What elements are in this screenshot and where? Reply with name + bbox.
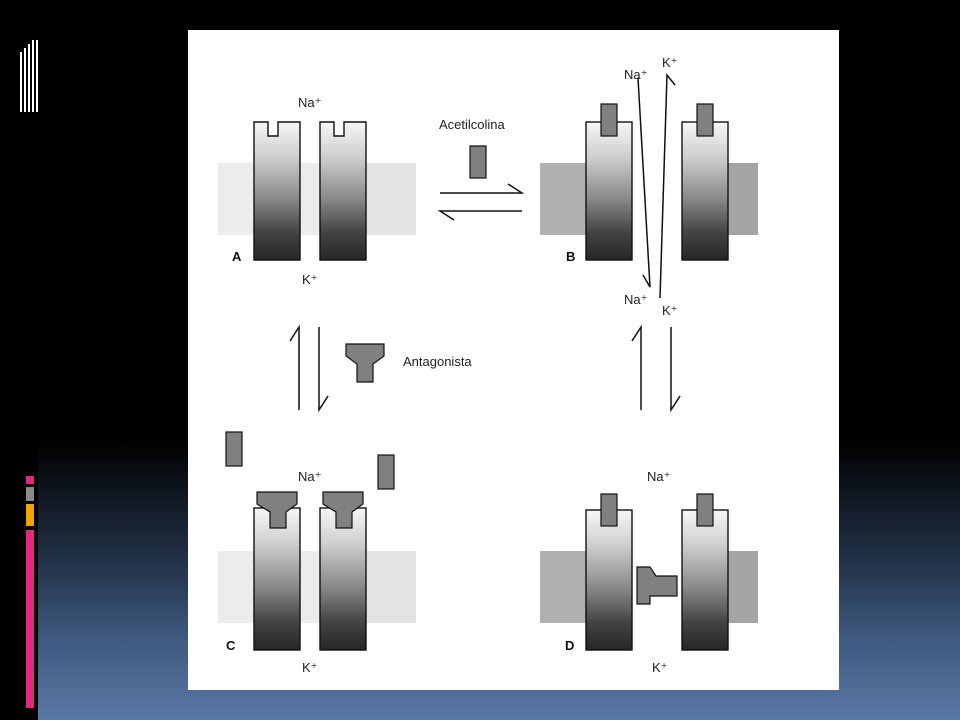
membrane-left: [218, 551, 258, 623]
membrane-middle: [300, 551, 322, 623]
upward-arrow: [289, 324, 300, 410]
panel-a: Na⁺ K⁺ A: [218, 95, 416, 287]
acetylcholine-bound: [696, 493, 714, 527]
ion-label: K⁺: [302, 660, 318, 675]
panel-c: Na⁺ K⁺ C: [218, 431, 416, 675]
channel-subunit-right: [681, 121, 729, 261]
membrane-left: [540, 163, 586, 235]
receptor-diagram: Na⁺ K⁺ A Acetilcolina Na⁺ K⁺ Na⁺ K⁺ B An…: [218, 55, 758, 675]
ion-label: K⁺: [652, 660, 668, 675]
panel-letter: B: [566, 249, 575, 264]
free-acetylcholine: [377, 454, 395, 490]
acetylcholine-bound: [696, 103, 714, 137]
deco-magenta-square: [26, 476, 34, 484]
antagonist-bound: [256, 491, 298, 529]
channel-subunit-right: [319, 507, 367, 651]
channel-subunit-left: [585, 121, 633, 261]
channel-subunit-left: [253, 507, 301, 651]
membrane-left: [540, 551, 586, 623]
membrane-right: [728, 163, 758, 235]
ion-label: Na⁺: [647, 469, 670, 484]
antagonist-bound: [322, 491, 364, 529]
ion-label: Na⁺: [298, 95, 321, 110]
acetylcholine-label: Acetilcolina: [439, 117, 506, 132]
ion-label: K⁺: [302, 272, 318, 287]
channel-subunit-left: [585, 509, 633, 651]
downward-arrow: [318, 327, 329, 413]
equilibrium-b-d: [631, 324, 681, 413]
downward-arrow: [670, 327, 681, 413]
panel-letter: A: [232, 249, 242, 264]
deco-orange-square: [26, 504, 34, 526]
deco-line: [24, 48, 26, 112]
panel-b: Na⁺ K⁺ Na⁺ K⁺ B: [540, 55, 758, 318]
k-efflux-arrow: [659, 72, 676, 299]
receptor-diagram-figure: Na⁺ K⁺ A Acetilcolina Na⁺ K⁺ Na⁺ K⁺ B An…: [188, 30, 839, 690]
membrane-right: [364, 551, 416, 623]
acetylcholine-bound: [600, 493, 618, 527]
panel-letter: C: [226, 638, 236, 653]
membrane-right: [364, 163, 416, 235]
ion-label: Na⁺: [624, 67, 647, 82]
deco-line: [32, 40, 34, 112]
channel-blocker: [636, 566, 678, 605]
channel-subunit-left: [253, 121, 301, 261]
deco-line: [20, 52, 22, 112]
antagonist-label: Antagonista: [403, 354, 472, 369]
acetylcholine-molecule: [469, 145, 487, 179]
upward-arrow: [631, 324, 642, 410]
antagonist-molecule: [345, 343, 385, 383]
panel-letter: D: [565, 638, 574, 653]
ion-label: Na⁺: [298, 469, 321, 484]
reverse-arrow: [437, 210, 522, 221]
deco-line: [36, 40, 38, 112]
equilibrium-a-c: Antagonista: [289, 324, 472, 413]
acetylcholine-bound: [600, 103, 618, 137]
membrane-right: [728, 551, 758, 623]
channel-subunit-right: [681, 509, 729, 651]
ion-label: Na⁺: [624, 292, 647, 307]
deco-gray-square: [26, 487, 34, 501]
membrane-middle: [300, 163, 322, 235]
forward-arrow: [440, 183, 525, 194]
channel-subunit-right: [319, 121, 367, 261]
membrane-left: [218, 163, 258, 235]
panel-d: Na⁺ K⁺ D: [540, 469, 758, 675]
ion-label: K⁺: [662, 55, 678, 70]
equilibrium-a-b: Acetilcolina: [437, 117, 525, 221]
free-acetylcholine: [225, 431, 243, 467]
na-influx-arrow: [637, 77, 651, 288]
deco-magenta-bar: [26, 530, 34, 708]
deco-line: [28, 44, 30, 112]
ion-label: K⁺: [662, 303, 678, 318]
